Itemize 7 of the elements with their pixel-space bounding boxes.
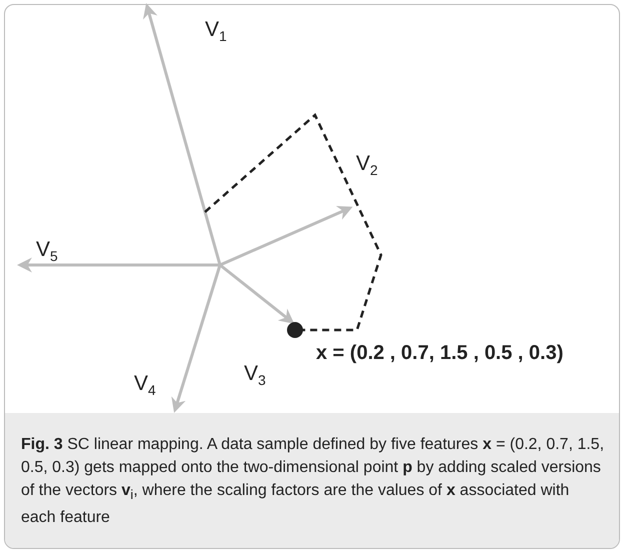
point-coordinates: x = (0.2 , 0.7, 1.5 , 0.5 , 0.3) (316, 342, 564, 365)
vector-label: V$_{2}$ (356, 152, 378, 178)
vector-label: V$_{3}$ (244, 362, 266, 388)
vector-label: V$_{4}$ (134, 372, 156, 398)
vector-label: V$_{5}$ (36, 238, 58, 264)
vector-label: V$_{1}$ (205, 18, 227, 44)
caption: Fig. 3 SC linear mapping. A data sample defined by five features x = (0.2, 0.7, 1.5, 0.5, 0.3) gets mapped onto the two-dimensional point p by adding scaled versions of the vectors v$_{i}$, where the scaling factors are the values of x associated with each feature (21, 435, 606, 528)
